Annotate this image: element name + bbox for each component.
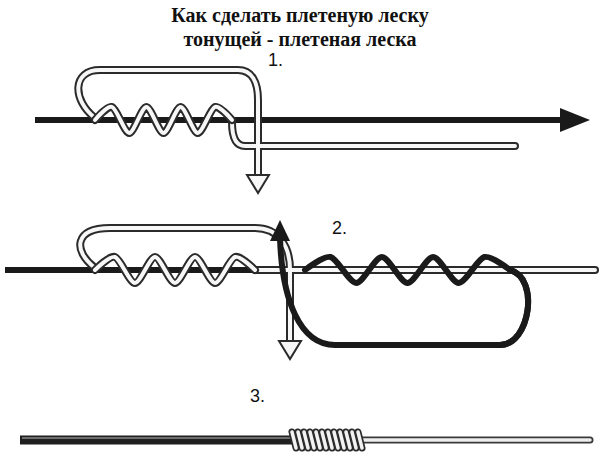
leader-coil-outline [95, 257, 255, 283]
braided-line-wrap [280, 238, 528, 345]
line-highlight [22, 437, 298, 439]
knot-wrap-fill [322, 432, 326, 448]
leader-line-outline [80, 228, 595, 342]
step-number: 1. [268, 50, 283, 70]
leader-coil-fill [95, 107, 232, 133]
knot-wrap-fill [298, 432, 302, 448]
knot-wrap-fill [292, 432, 296, 448]
pull-arrowhead [247, 175, 269, 193]
finished-knot [292, 432, 362, 448]
leader-line-fill [360, 438, 590, 442]
pull-arrowhead [279, 341, 301, 359]
leader-line-fill [80, 228, 595, 342]
knot-wrap-fill [346, 432, 350, 448]
leader-coil-outline [95, 107, 232, 133]
knot-wrap-fill [304, 432, 308, 448]
step-number: 2. [332, 218, 347, 238]
knot-wrap-fill [310, 432, 314, 448]
braided-loop [280, 238, 528, 345]
knot-wrap-outline [358, 432, 362, 448]
leader-line-outline [78, 70, 515, 176]
leader-tag [232, 122, 515, 146]
knot-wrap-fill [358, 432, 362, 448]
leader-loop [80, 228, 290, 342]
knot-wrap-fill [328, 432, 332, 448]
leader-line-outline [360, 437, 590, 444]
knot-wrap-fill [316, 432, 320, 448]
knot-wrap-fill [334, 432, 338, 448]
braided-coil [305, 257, 510, 283]
step-number: 3. [250, 386, 265, 406]
direction-arrowhead [560, 108, 590, 132]
page-title: Как сделать плетеную леску тонущей - пле… [130, 3, 470, 51]
leader-line-fill [78, 70, 515, 176]
pull-arrowhead [270, 220, 290, 241]
leader-tag [232, 122, 515, 146]
braided-line-body [20, 436, 300, 445]
braided-line-body [35, 117, 565, 123]
leader-loop [78, 70, 258, 176]
leader-loop [78, 70, 258, 176]
braided-loop [500, 270, 528, 345]
leader-coil-fill [95, 257, 255, 283]
knot-wrap-fill [352, 432, 356, 448]
knot-wrap-fill [340, 432, 344, 448]
leader-loop [80, 228, 290, 342]
